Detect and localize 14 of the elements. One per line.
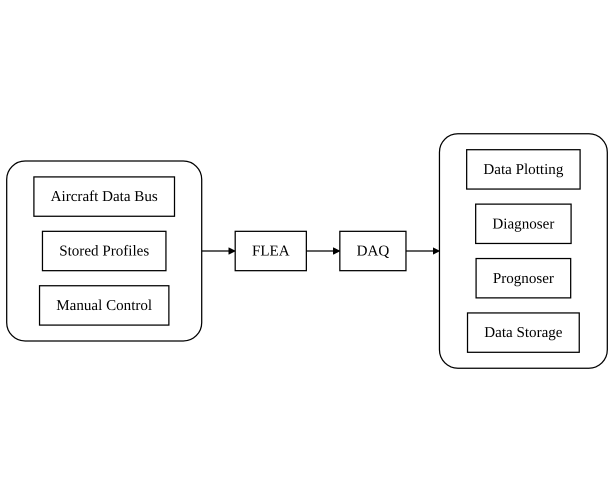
arrow <box>306 247 340 255</box>
cluster <box>6 160 202 342</box>
node-box: Manual Control <box>38 285 170 326</box>
node-box: Data Plotting <box>466 149 581 190</box>
arrow <box>202 247 236 255</box>
node-box: FLEA <box>234 230 307 272</box>
node-box: Prognoser <box>475 258 572 298</box>
node-box: DAQ <box>339 230 407 272</box>
node-box: Data Storage <box>466 312 580 353</box>
arrow <box>406 247 440 255</box>
node-box: Diagnoser <box>475 204 572 244</box>
node-box: Aircraft Data Bus <box>33 176 176 217</box>
cluster <box>438 133 608 369</box>
node-box: Stored Profiles <box>42 230 167 272</box>
